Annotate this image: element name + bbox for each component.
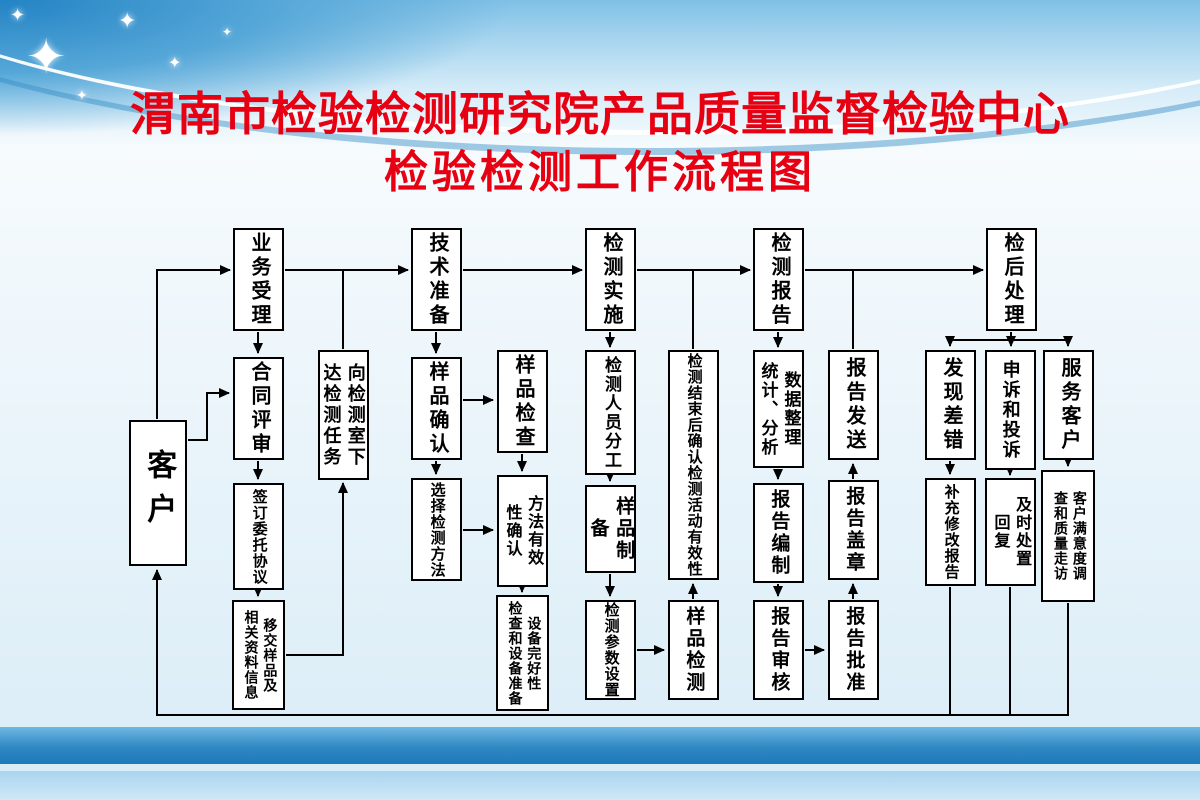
node-sample-inspection: 样品检查 xyxy=(497,350,548,453)
node-testing-implementation: 检测实施 xyxy=(585,228,636,331)
node-assign-testing-task: 向检测室下 达检测任务 xyxy=(318,350,369,480)
edge-customer--business-acceptance xyxy=(156,265,231,419)
node-post-test-handling: 检后处理 xyxy=(986,228,1037,331)
node-report-stamping: 报告盖章 xyxy=(828,480,879,580)
node-customer: 客户 xyxy=(129,420,187,566)
node-satisfaction-survey: 客户满意度调 查和质量走访 xyxy=(1041,470,1095,602)
node-report-sending: 报告发送 xyxy=(828,350,879,460)
poster-title: 渭南市检验检测研究院产品质量监督检验中心 xyxy=(130,89,1070,140)
node-testing-report: 检测报告 xyxy=(753,228,804,331)
node-customer-service: 服务客户 xyxy=(1043,350,1094,460)
node-report-review: 报告审核 xyxy=(753,600,804,700)
node-select-method: 选择检测方法 xyxy=(411,478,462,581)
edge-post-test-handling--customer-service xyxy=(1011,336,1073,347)
node-sample-confirmation: 样品确认 xyxy=(411,357,462,460)
sparkle-icon xyxy=(222,26,232,38)
node-timely-response: 及时处置 回复 xyxy=(985,478,1036,586)
node-sample-testing: 样品检测 xyxy=(668,600,719,700)
footer-stripe-light xyxy=(0,771,1200,800)
header-swoosh-blue xyxy=(0,0,1200,155)
node-method-validity-confirmation: 方法有效 性确认 xyxy=(497,475,548,587)
node-equipment-preparation: 设备完好性 检查和设备准备 xyxy=(496,595,549,711)
node-appeal-complaint: 申诉和投诉 xyxy=(985,350,1036,470)
header-swoosh-white xyxy=(0,0,1200,135)
poster-subtitle: 检验检测工作流程图 xyxy=(384,148,816,197)
edge-post-test-handling--error-found xyxy=(945,332,1012,347)
edge-customer--contract-review xyxy=(188,388,230,441)
node-report-supplement-revision: 补充修改报告 xyxy=(925,478,976,586)
sparkle-icon xyxy=(26,34,66,82)
node-sign-agreement: 签订委托协议 xyxy=(233,483,284,590)
node-business-acceptance: 业务受理 xyxy=(233,228,284,331)
node-report-compilation: 报告编制 xyxy=(753,483,804,583)
node-sample-preparation: 样品制备 xyxy=(585,485,636,573)
node-parameter-setting: 检测参数设置 xyxy=(585,600,636,700)
node-contract-review: 合同评审 xyxy=(233,357,284,460)
node-sample-transfer: 移交样品及 相关资料信息 xyxy=(232,600,285,710)
footer-stripe-dark xyxy=(0,727,1200,764)
node-personnel-assignment: 检测人员分工 xyxy=(585,350,636,475)
header-banner xyxy=(0,0,1200,155)
sparkle-icon xyxy=(118,10,136,32)
edge-sample-transfer--assign-testing-task xyxy=(286,482,348,656)
node-data-analysis: 数据整理 统计、分析 xyxy=(753,350,804,468)
sparkle-icon xyxy=(168,56,181,72)
sparkle-icon xyxy=(10,6,25,24)
node-report-approval: 报告批准 xyxy=(828,600,879,700)
node-error-found: 发现差错 xyxy=(925,350,976,460)
node-technical-preparation: 技术准备 xyxy=(411,228,462,331)
node-post-test-validity-confirmation: 检测结束后确认检测活动有效性 xyxy=(668,350,719,580)
